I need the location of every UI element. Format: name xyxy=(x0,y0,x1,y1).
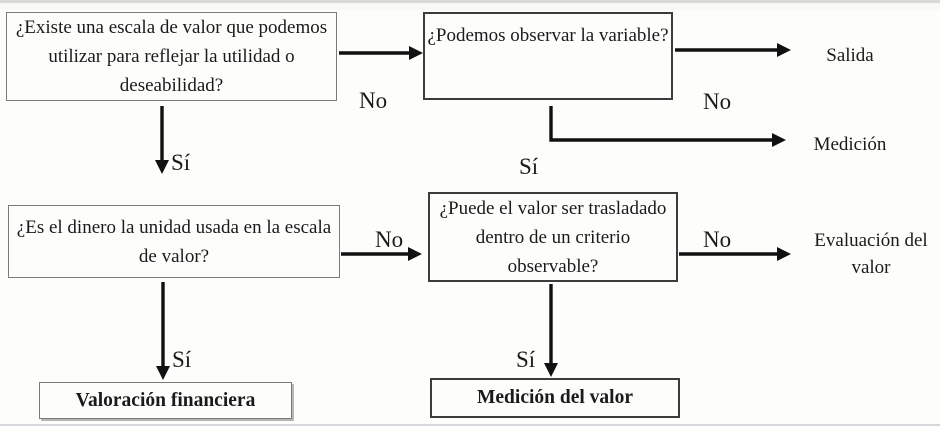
result-box-value-measurement: Medición del valor xyxy=(430,378,680,418)
arrow-q3-to-q4 xyxy=(341,247,422,261)
arrow-q1-to-q3 xyxy=(155,106,169,174)
edge-label-si-q2-down: Sí xyxy=(519,154,539,179)
bottom-border-line xyxy=(0,424,940,426)
terminal-label-evaluacion: Evaluación del valor xyxy=(814,230,928,278)
decision-box-q2: ¿Podemos observar la variable? xyxy=(423,12,673,100)
arrow-q4-to-value-measurement xyxy=(544,284,558,377)
arrow-q2-to-salida xyxy=(675,43,791,57)
edge-label-si-q4-measurement: Sí xyxy=(516,347,536,372)
terminal-label-salida: Salida xyxy=(826,45,874,66)
result-box-financial-valuation: Valoración financiera xyxy=(39,382,292,419)
terminal-label-medicion: Medición xyxy=(813,134,887,155)
edge-label-no-q1-q2: No xyxy=(359,88,388,113)
top-border-line xyxy=(0,0,940,3)
decision-box-q3: ¿Es el dinero la unidad usada en la esca… xyxy=(8,205,340,278)
top-tint-band xyxy=(0,3,940,10)
edge-label-si-q3-financial: Sí xyxy=(172,347,192,372)
edge-label-si-q1-q3: Sí xyxy=(171,150,191,175)
arrow-q2-to-medicion xyxy=(549,106,786,147)
edge-label-no-q3-q4: No xyxy=(375,227,404,252)
decision-box-q4: ¿Puede el valor ser trasladado dentro de… xyxy=(428,192,678,282)
edge-label-no-q2-medicion: No xyxy=(703,89,732,114)
edge-label-no-q4-evaluacion: No xyxy=(703,227,732,252)
decision-box-q1: ¿Existe una escala de valor que podemos … xyxy=(6,12,337,101)
arrow-q1-to-q2 xyxy=(339,46,423,60)
arrow-q4-to-evaluacion xyxy=(679,247,791,261)
arrow-q3-to-financial-valuation xyxy=(156,282,170,380)
